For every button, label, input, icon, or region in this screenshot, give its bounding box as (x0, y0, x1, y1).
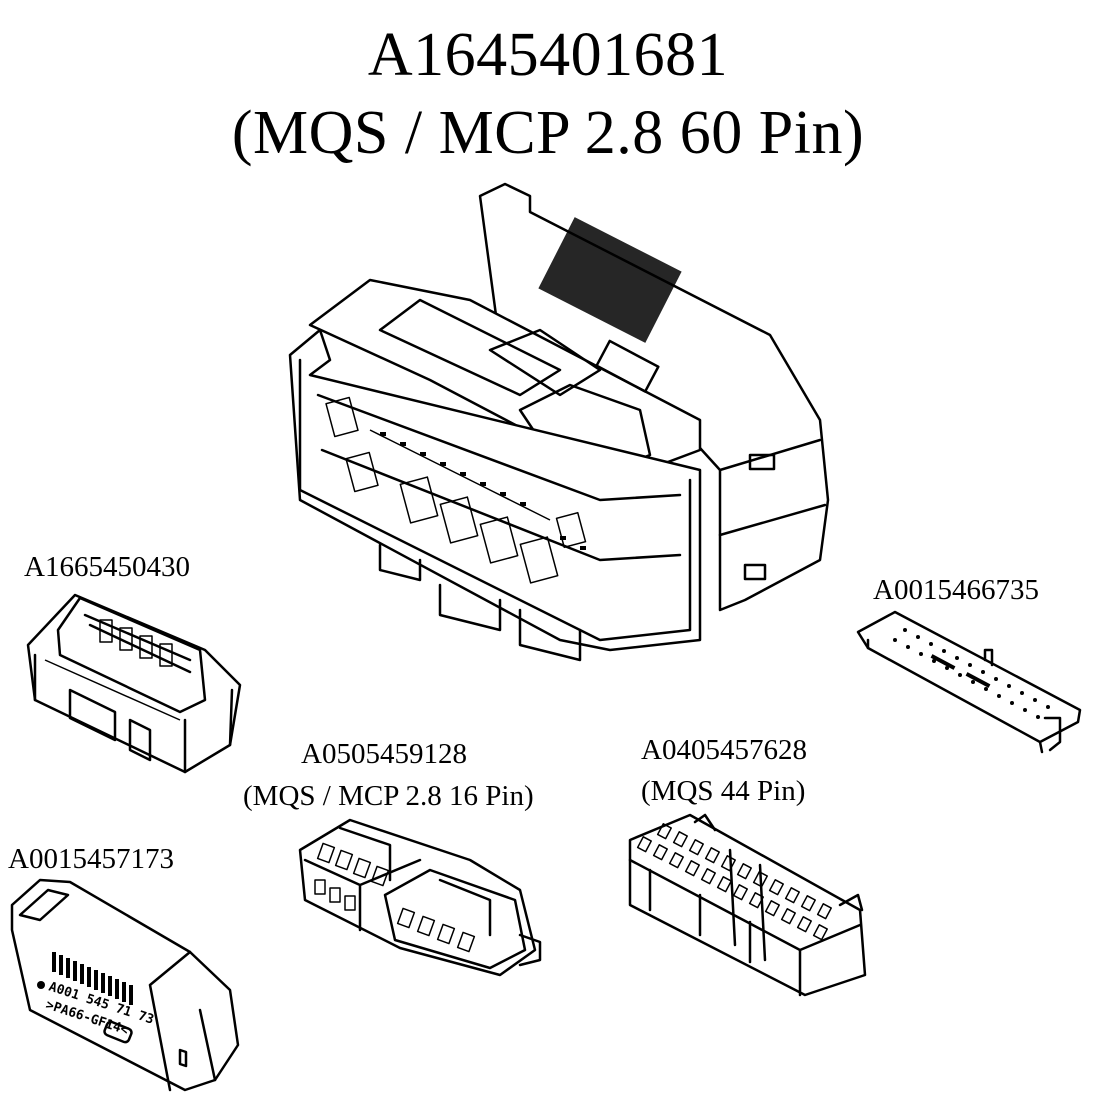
part-label: A0505459128 (301, 738, 467, 770)
part-label: A0015457173 (8, 843, 174, 875)
main-part-number: A1645401681 (367, 21, 729, 89)
main-part-description: (MQS / MCP 2.8 60 Pin) (231, 99, 865, 167)
part-description: (MQS / MCP 2.8 16 Pin) (243, 780, 534, 812)
part-label: A1665450430 (24, 551, 190, 583)
part-label: A0405457628 (641, 734, 807, 766)
part-label: A0015466735 (873, 574, 1039, 606)
part-description: (MQS 44 Pin) (641, 775, 806, 807)
